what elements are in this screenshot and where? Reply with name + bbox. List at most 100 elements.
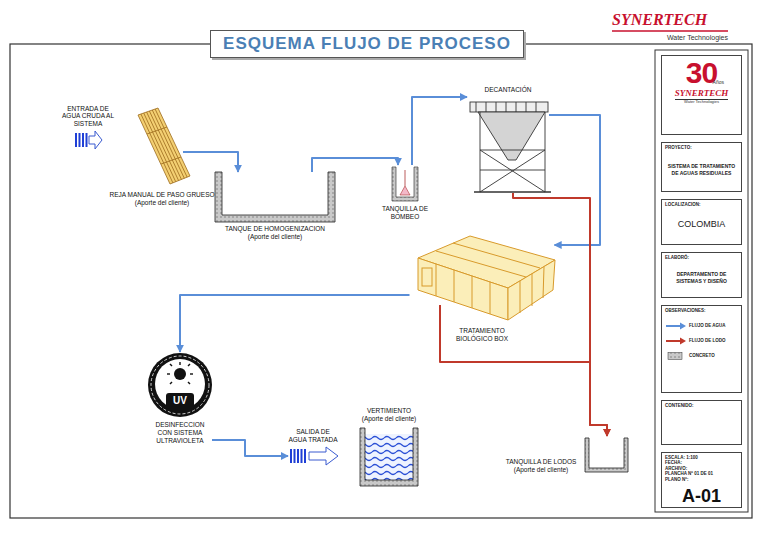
discharge-tank — [365, 434, 413, 480]
caption-text: (Aporte del cliente) — [248, 233, 303, 241]
inlet-arrow-icon — [75, 133, 77, 147]
settler-illustration — [506, 102, 507, 112]
illustration-slot — [73, 131, 103, 149]
uv-icon — [167, 373, 170, 374]
process-unit: TANQUILLA DE BOMBEO — [376, 165, 434, 221]
title-block-text: FECHA: — [665, 460, 682, 465]
outlet-arrow-icon — [294, 449, 296, 463]
caption-group: DECANTACIÓN — [478, 86, 538, 94]
outlet-arrow-icon — [290, 449, 292, 463]
uv-icon — [174, 368, 186, 380]
process-unit: VERTIMIENTO(Aporte del cliente) — [354, 407, 424, 488]
water-flow-connector — [180, 295, 410, 352]
settler-illustration — [526, 102, 527, 112]
water-flow-connector — [549, 115, 600, 245]
caption-group: DESINFECCION CON SISTEMA ULTRAVIOLETA — [149, 421, 211, 444]
process-unit: DECANTACIÓN — [467, 86, 549, 193]
brand-name: SYNERTECH — [612, 12, 707, 28]
legend-swatch — [666, 337, 686, 345]
process-unit: REJA MANUAL DE PASO GRUESO(Aporte del cl… — [100, 106, 225, 207]
uv-icon — [166, 393, 194, 409]
biological-box-illustration — [422, 268, 432, 286]
legend-item: FLUJO DE LODO — [666, 337, 726, 345]
biological-box-illustration — [436, 251, 526, 277]
uv-mark: UV — [173, 396, 187, 406]
caption-text: VERTIMIENTO — [367, 407, 411, 415]
caption-text: DESINFECCION CON SISTEMA ULTRAVIOLETA — [149, 421, 211, 444]
biological-box-illustration — [508, 260, 555, 320]
outlet-arrow-icon — [301, 449, 303, 463]
inlet-arrow-icon — [79, 133, 81, 147]
drawing-frame — [10, 31, 752, 518]
settler-illustration — [480, 112, 481, 192]
settler-illustration — [536, 102, 537, 112]
caption-text: TRATAMIENTO BIOLÓGICO BOX — [455, 327, 509, 343]
bar-screen-illustration — [141, 114, 173, 183]
biological-box-illustration — [532, 274, 533, 306]
title-block-text: COLOMBIA — [678, 219, 726, 230]
illustration-slot — [467, 97, 549, 193]
bar-screen-illustration — [147, 112, 179, 181]
pump-sump-illustration — [392, 167, 418, 201]
process-unit: TRATAMIENTO BIOLÓGICO BOX — [410, 236, 555, 343]
uv-icon — [167, 362, 193, 384]
legend-arrow-head — [680, 338, 686, 345]
process-unit: ENTRADA DE AGUA CRUDA AL SISTEMA — [60, 105, 116, 149]
title-block-text: Años — [713, 80, 724, 85]
settler-illustration — [486, 102, 487, 112]
title-block-text: OBSERVACIONES: — [665, 308, 706, 313]
title-block-text: SISTEMA DE TRATAMIENTO DE AGUAS RESIDUAL… — [665, 163, 738, 176]
caption-group: VERTIMIENTO(Aporte del cliente) — [354, 407, 424, 423]
project-box: PROYECTO:SISTEMA DE TRATAMIENTO DE AGUAS… — [661, 142, 742, 192]
biological-box-illustration — [454, 270, 455, 302]
location-box: LOCALIZACION: COLOMBIA — [661, 199, 742, 245]
legend-item: CONCRETO — [666, 352, 715, 360]
discharge-tank — [360, 428, 418, 486]
sludge-sump — [585, 438, 628, 472]
bar-screen-illustration — [138, 108, 190, 184]
legend-text: CONCRETO — [689, 353, 715, 358]
settler-illustration — [545, 112, 546, 192]
outlet-arrow-icon — [309, 447, 338, 465]
caption-text: TANQUE DE HOMOGENIZACION — [225, 225, 325, 233]
legend-text: FLUJO DE LODO — [689, 338, 726, 343]
bar-screen-illustration — [161, 157, 181, 164]
illustration-slot — [148, 352, 212, 418]
legend-arrow-line — [666, 325, 681, 327]
contents-box: CONTENIDO: — [661, 400, 742, 445]
caption-group: REJA MANUAL DE PASO GRUESO(Aporte del cl… — [100, 191, 225, 207]
bar-screen-illustration — [149, 111, 181, 179]
uv-icon — [179, 362, 180, 365]
biological-box-illustration — [520, 281, 521, 313]
caption-group: TANQUE DE HOMOGENIZACION(Aporte del clie… — [213, 225, 338, 241]
uv-icon — [190, 373, 193, 374]
biological-box-illustration — [418, 236, 555, 320]
biological-box-illustration — [418, 258, 508, 320]
caption-text: REJA MANUAL DE PASO GRUESO — [109, 191, 214, 199]
bar-screen-illustration — [138, 108, 190, 184]
title-block-text: ARCHIVO: — [665, 466, 687, 471]
caption-text: ENTRADA DE AGUA CRUDA AL SISTEMA — [60, 105, 116, 128]
brand-tagline: Water Technologies — [667, 34, 728, 41]
inlet-arrow-icon — [89, 131, 102, 149]
title-block-text: DEPARTAMENTO DE SISTEMAS Y DISEÑO — [665, 271, 738, 284]
settler-illustration — [476, 102, 477, 112]
drawing-frame — [655, 50, 748, 512]
uv-icon — [170, 364, 172, 366]
inlet-arrow-icon — [86, 133, 88, 147]
caption-text: DECANTACIÓN — [485, 86, 532, 94]
title-block-text: PLANCHA Nº 01 DE 01 — [665, 471, 713, 476]
logo-box: 30AñosSYNERTECHWater Technologies — [661, 55, 742, 135]
settler-illustration — [496, 102, 497, 112]
caption-group: TANQUILLA DE BOMBEO — [376, 205, 434, 221]
legend-swatch — [666, 352, 686, 360]
water-flow-connector — [212, 440, 288, 456]
settler-illustration — [480, 150, 545, 192]
pump-sump-illustration — [400, 186, 410, 195]
title-block-text: LOCALIZACION: — [665, 202, 701, 207]
inlet-arrow-icon — [75, 131, 102, 149]
uv-icon — [188, 364, 190, 366]
legend-swatch — [666, 322, 686, 330]
uv-icon — [148, 353, 212, 417]
